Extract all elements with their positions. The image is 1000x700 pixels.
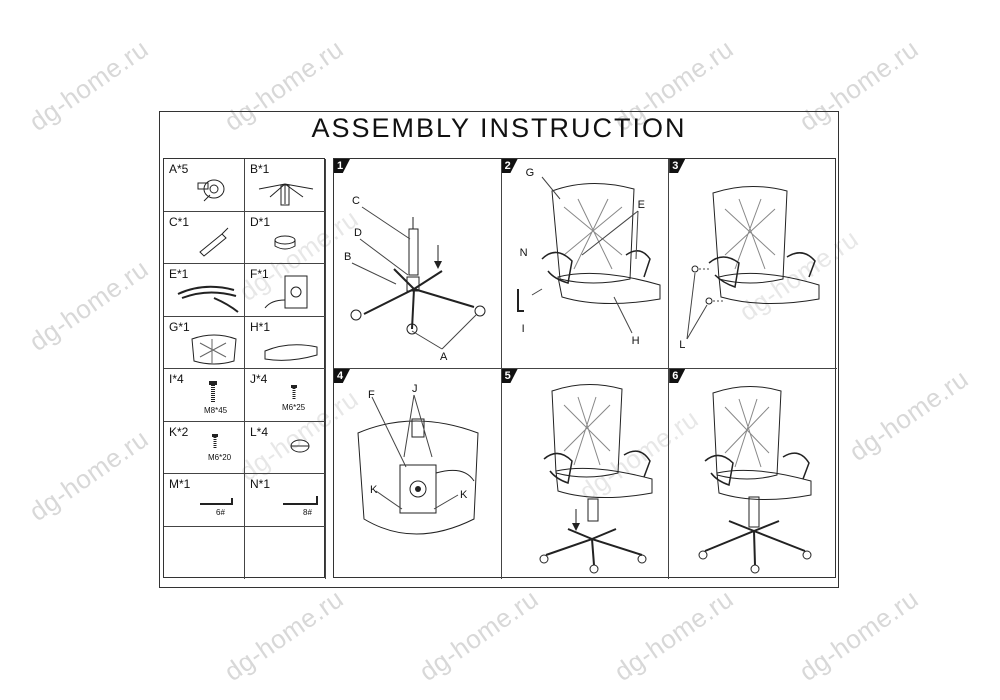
callout-label: E [637, 199, 645, 211]
part-label: K*2 [169, 424, 189, 439]
completed-chair-illustration [698, 385, 812, 574]
callout-label: K [460, 489, 468, 501]
instruction-sheet [159, 111, 839, 588]
callout-label: J [412, 383, 418, 395]
step-5: 5 [501, 369, 670, 579]
part-label: G*1 [169, 319, 190, 334]
mechanism-icon [264, 275, 308, 309]
callout-label: G [525, 167, 535, 179]
part-spec: 8# [303, 508, 312, 517]
part-label: I*4 [169, 372, 184, 386]
hex-key-icon [200, 498, 233, 505]
step-1: 1 C D B A [334, 159, 502, 369]
base-assembly-illustration [350, 206, 486, 350]
part-label: N*1 [250, 477, 271, 491]
callout-label: F [368, 389, 375, 401]
page-title: ASSEMBLY INSTRUCTION [311, 113, 687, 143]
watermark: dg-home.ru [23, 423, 154, 527]
callout-label: N [519, 247, 528, 259]
part-cell-h: H*1 [245, 316, 326, 369]
part-cell-f: F*1 [245, 264, 326, 317]
part-cell-n: N*1 8# [245, 474, 326, 527]
watermark: dg-home.ru [23, 33, 154, 137]
part-cell-d: D*1 [245, 211, 326, 264]
step-2: 2 G E N I H [501, 159, 670, 369]
assembly-steps: 1 C D B A 2 [333, 158, 837, 579]
callout-label: L [679, 339, 686, 351]
armrest-frame-icon [177, 285, 239, 313]
part-label: J*4 [250, 372, 268, 386]
mechanism-installation-illustration [357, 394, 479, 535]
part-cell-j: J*4 M6*25 [245, 369, 326, 422]
parts-list: A*5 B*1 C*1 D*1 E*1 [163, 158, 326, 579]
cover-icon [274, 235, 296, 249]
callout-label: H [631, 335, 640, 347]
cap-icon [290, 439, 310, 452]
caster-wheel-icon [197, 179, 225, 202]
bolt-icon [291, 385, 297, 399]
part-spec: M8*45 [204, 406, 228, 415]
bolt-icon [212, 433, 218, 449]
armrest-assembly-illustration [516, 176, 661, 334]
watermark: dg-home.ru [218, 583, 349, 687]
callout-label: D [354, 227, 362, 239]
cap-installation-illustration [686, 185, 820, 340]
part-label: A*5 [169, 162, 189, 176]
part-cell-c: C*1 [164, 211, 245, 264]
callout-label: C [352, 195, 360, 207]
step-6: 6 [669, 369, 837, 579]
part-spec: 6# [216, 508, 225, 517]
step-3: 3 L [669, 159, 837, 369]
callout-label: A [440, 351, 448, 363]
part-label: B*1 [250, 162, 270, 176]
part-label: M*1 [169, 477, 191, 491]
empty-cell [245, 526, 326, 579]
watermark: dg-home.ru [23, 253, 154, 357]
part-label: H*1 [250, 319, 271, 334]
callout-label: I [521, 323, 525, 335]
empty-cell [164, 526, 245, 579]
part-cell-i: I*4 M8*45 [164, 369, 245, 422]
watermark: dg-home.ru [608, 583, 739, 687]
part-cell-l: L*4 [245, 421, 326, 474]
seat-cushion-icon [264, 343, 318, 361]
hex-key-icon [283, 496, 318, 505]
part-label: E*1 [169, 267, 189, 281]
watermark: dg-home.ru [843, 363, 974, 467]
part-cell-g: G*1 [164, 316, 245, 369]
part-label: C*1 [169, 214, 190, 229]
watermark: dg-home.ru [793, 583, 924, 687]
star-base-icon [258, 183, 314, 206]
bolt-icon [209, 381, 217, 403]
callout-label: K [370, 484, 378, 496]
backrest-icon [191, 334, 237, 364]
part-label: D*1 [250, 214, 271, 229]
part-label: L*4 [250, 424, 269, 439]
part-cell-m: M*1 6# [164, 474, 245, 527]
part-cell-b: B*1 [245, 159, 326, 212]
watermark: dg-home.ru [413, 583, 544, 687]
part-cell-e: E*1 [164, 264, 245, 317]
part-cell-a: A*5 [164, 159, 245, 212]
seat-to-base-illustration [539, 383, 653, 574]
part-cell-k: K*2 M6*20 [164, 421, 245, 474]
gas-lift-icon [199, 227, 229, 257]
part-spec: M6*25 [282, 403, 306, 412]
part-label: F*1 [250, 267, 269, 281]
step-4: 4 F J K K [334, 369, 502, 579]
part-spec: M6*20 [208, 452, 232, 462]
callout-label: B [344, 251, 352, 263]
